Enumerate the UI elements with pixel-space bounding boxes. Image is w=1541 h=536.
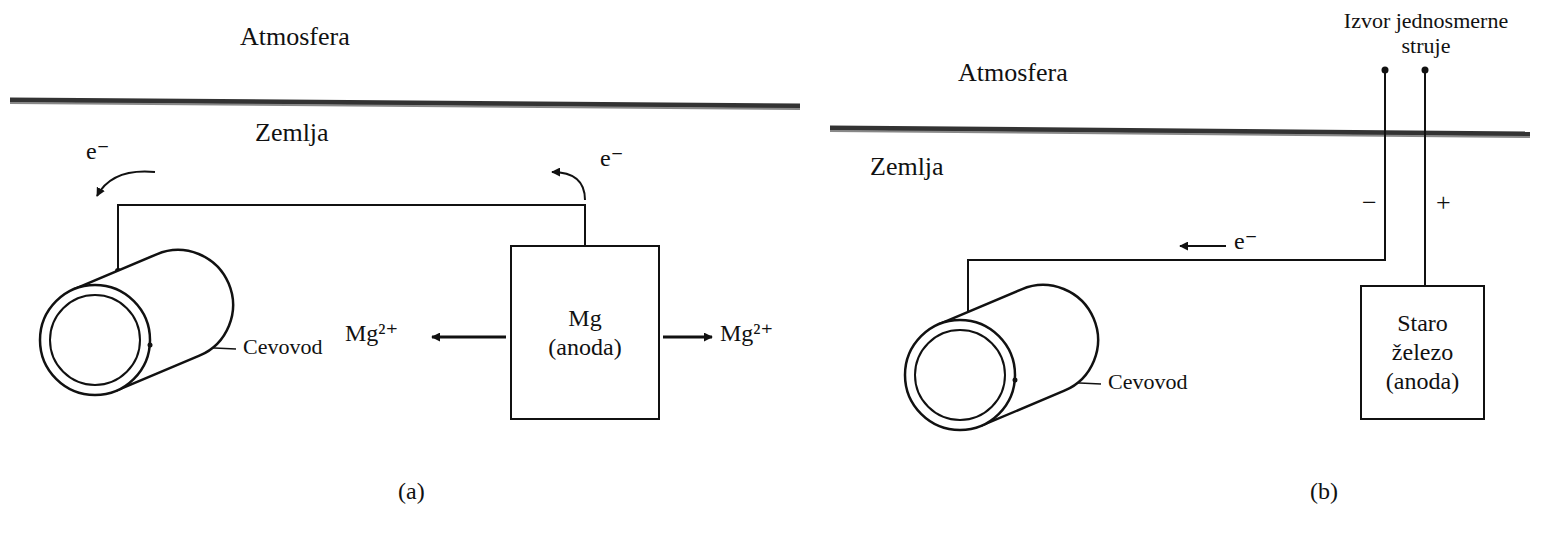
region-label: Zemlja [255,118,329,148]
anode-box: Staro železo (anoda) [1360,285,1485,420]
electron-label: e⁻ [600,145,623,173]
ion-arrow [663,336,712,339]
leader-dot [148,343,153,348]
pipe-bore [915,330,1005,420]
pipe-bore [50,295,140,385]
electron-arrow [552,172,585,200]
electron-label: e⁻ [86,138,109,166]
ground-texture [10,103,800,109]
wire [1424,70,1426,285]
panel-label: (a) [398,478,425,506]
region-label: Atmosfera [240,22,350,52]
wire [968,70,1385,321]
polarity-label: + [1436,188,1451,218]
ion-label: Mg²⁺ [345,320,398,348]
leader-dot [1013,378,1018,383]
region-label: Zemlja [870,152,944,182]
pipe: Cevovod [38,250,238,400]
pipe-end [40,285,150,395]
electron-label: e⁻ [1234,228,1257,256]
anode-label: Mg (anoda) [535,304,635,362]
polarity-label: − [1362,188,1377,218]
anode-label: Staro železo (anoda) [1373,309,1473,395]
ion-arrow [432,336,506,339]
panel-label: (b) [1310,478,1338,506]
terminal [1422,67,1429,74]
pipe-label: Cevovod [243,334,322,360]
terminal [1382,67,1389,74]
pipe: Cevovod [903,285,1103,435]
pipe-end [905,320,1015,430]
pipe-drawing [38,250,238,400]
electron-arrow [1180,245,1226,247]
anode-box: Mg (anoda) [510,245,660,420]
ion-label: Mg²⁺ [720,320,773,348]
pipe-label: Cevovod [1108,369,1187,395]
pipe-drawing [903,285,1103,435]
electron-arrow [97,172,155,197]
region-label: Atmosfera [958,58,1068,88]
source-label: Izvor jednosmerne struje [1320,8,1532,59]
